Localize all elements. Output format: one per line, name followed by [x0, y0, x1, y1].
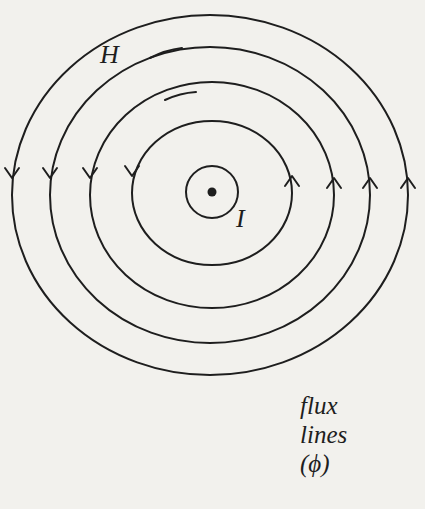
conductor-circle — [186, 166, 238, 218]
direction-arrow — [363, 178, 377, 188]
direction-arrow — [125, 166, 139, 176]
direction-arrow — [43, 168, 57, 178]
current-dot — [208, 188, 217, 197]
flux-line — [90, 82, 334, 308]
flux-line — [12, 15, 408, 375]
current-label: I — [236, 204, 245, 234]
flux-lines-label: flux lines (ϕ) — [300, 392, 378, 478]
direction-arrow — [327, 178, 341, 188]
direction-arrow — [83, 168, 97, 178]
direction-arrow — [5, 168, 19, 178]
flux-line — [132, 121, 292, 265]
direction-tick — [150, 48, 182, 58]
flux-line — [50, 47, 370, 343]
direction-tick — [165, 92, 196, 100]
direction-arrow — [285, 176, 299, 186]
direction-arrow — [401, 178, 415, 188]
field-label: H — [100, 40, 119, 70]
